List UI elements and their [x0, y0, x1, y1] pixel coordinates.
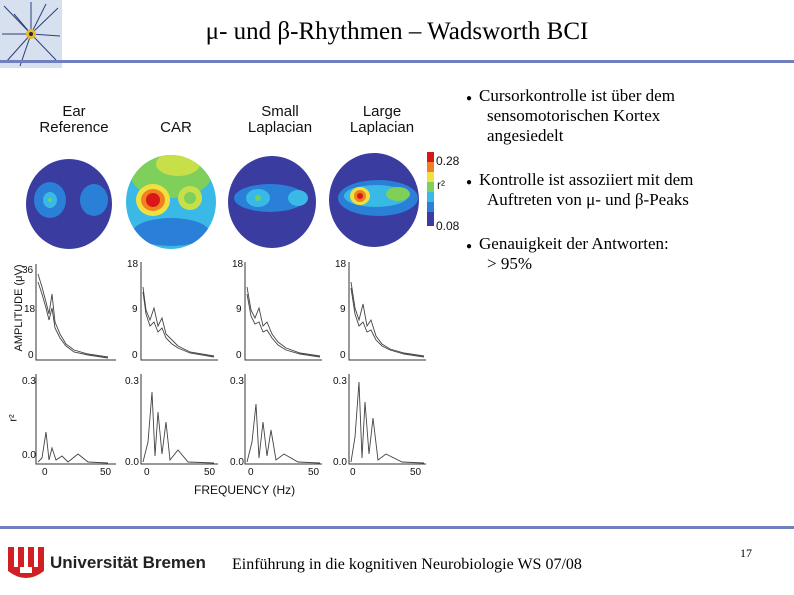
amp-tick-bottom: 0 [132, 350, 138, 361]
r2-tick-top: 0.3 [230, 376, 244, 387]
bullet-item: ● Cursorkontrolle ist über dem sensomoto… [466, 86, 675, 145]
r2-axes [35, 374, 116, 465]
amp-tick-bottom: 0 [340, 350, 346, 361]
page-number: 17 [740, 546, 752, 560]
amp-tick-top: 18 [335, 259, 347, 270]
x-tick-end: 50 [204, 467, 216, 478]
spectrum-plots [35, 262, 426, 465]
amplitude-axes [348, 262, 426, 361]
footer-course-title: Einführung in die kognitiven Neurobiolog… [232, 556, 582, 573]
colorbar-title: r² [437, 178, 445, 192]
topography-maps [26, 152, 434, 249]
r2-axes [140, 374, 218, 465]
amp-tick-mid: 18 [24, 304, 36, 315]
column-label-car: CAR [160, 119, 192, 136]
bullet-dot-icon: ● [466, 177, 473, 188]
bullet-list: ● Cursorkontrolle ist über dem sensomoto… [466, 86, 786, 298]
x-tick-start: 0 [350, 467, 356, 478]
r2-tick-bottom: 0.0 [230, 457, 244, 468]
topomap-ear-reference [26, 159, 112, 249]
university-name: Universität Bremen [50, 553, 206, 572]
university-logo [8, 547, 44, 581]
header-logo-image [0, 0, 62, 68]
topomap-large-laplacian [329, 153, 419, 247]
x-tick-end: 50 [100, 467, 112, 478]
amp-tick-mid: 9 [236, 304, 242, 315]
bullet-dot-icon: ● [466, 241, 473, 252]
amplitude-axes [244, 262, 322, 361]
x-tick-start: 0 [144, 467, 150, 478]
bottom-divider [0, 526, 794, 529]
r2-tick-bottom: 0.0 [125, 457, 139, 468]
slide-title: μ- und β-Rhythmen – Wadsworth BCI [205, 18, 589, 45]
r2-tick-top: 0.3 [333, 376, 347, 387]
x-tick-start: 0 [248, 467, 254, 478]
r2-tick-top: 0.3 [125, 376, 139, 387]
x-tick-start: 0 [42, 467, 48, 478]
colorbar-min-label: 0.08 [436, 219, 460, 233]
r2-tick-bottom: 0.0 [22, 450, 36, 461]
topomap-car [126, 155, 216, 249]
amp-tick-bottom: 0 [236, 350, 242, 361]
amp-tick-top: 36 [22, 265, 34, 276]
x-tick-end: 50 [308, 467, 320, 478]
bullet-item: ● Kontrolle ist assoziiert mit dem Auftr… [466, 170, 694, 209]
r2-tick-top: 0.3 [22, 376, 36, 387]
amp-tick-mid: 9 [340, 304, 346, 315]
amp-tick-top: 18 [232, 259, 244, 270]
frequency-axis-title: FREQUENCY (Hz) [194, 483, 296, 497]
amplitude-axes [140, 262, 218, 361]
amp-tick-top: 18 [127, 259, 139, 270]
amp-tick-bottom: 0 [28, 350, 34, 361]
amp-tick-mid: 9 [132, 304, 138, 315]
amplitude-axes [35, 264, 116, 361]
top-divider [0, 60, 794, 63]
topomap-small-laplacian [228, 156, 316, 248]
bullet-dot-icon: ● [466, 93, 473, 104]
colorbar [427, 152, 434, 226]
x-tick-end: 50 [410, 467, 422, 478]
r2-tick-bottom: 0.0 [333, 457, 347, 468]
r2-axes [348, 374, 426, 465]
r2-axes [244, 374, 322, 465]
bullet-item: ● Genauigkeit der Antworten: > 95% [466, 234, 669, 273]
colorbar-max-label: 0.28 [436, 154, 460, 168]
